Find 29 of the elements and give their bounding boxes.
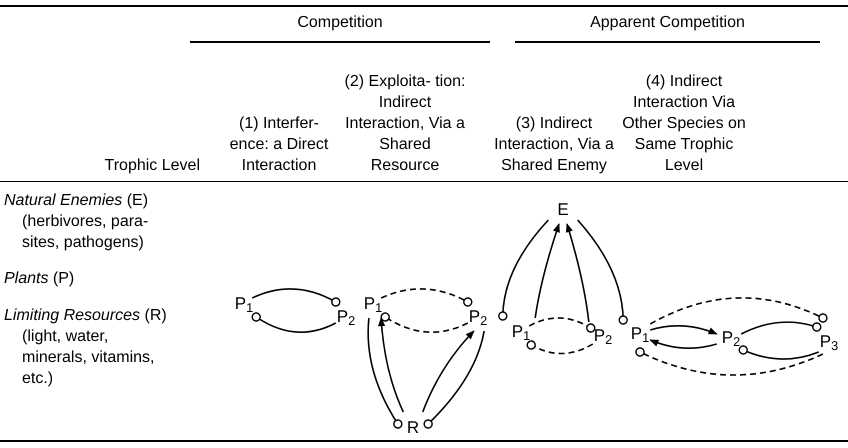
label-text: Limiting Resources (R) — [4, 306, 168, 326]
species-label: P$_{1}$ — [630, 324, 650, 344]
arrow — [422, 330, 475, 412]
species-label: P$_{3}$ — [818, 332, 840, 352]
arrow — [650, 325, 718, 335]
species-label: P$_{2}$ — [592, 326, 614, 346]
arrow — [378, 317, 404, 412]
label-text: (4) Indirect Interaction Via Other Species on Same Trophic Level — [622, 72, 746, 176]
label-text: (1) Interfer- ence: a Direct Interaction — [228, 114, 330, 176]
arrow — [534, 223, 560, 318]
species-label: P$_{1}$ — [234, 294, 254, 314]
label-text: Apparent Competition — [589, 13, 746, 33]
species-label: P$_{1}$ — [362, 294, 384, 314]
species-label: P$_{1}$ — [510, 322, 532, 342]
species-label: P$_{2}$ — [468, 307, 488, 327]
species-label: E — [556, 200, 570, 220]
label-text: Trophic Level — [104, 156, 200, 176]
arrow — [649, 339, 717, 349]
label-text: (2) Exploita- tion: Indirect Interaction, Via a Shared Resource — [344, 72, 466, 176]
species-label: P$_{2}$ — [336, 307, 356, 327]
label-text: Competition — [296, 13, 384, 33]
label-text: (herbivores, para- sites, pathogens) — [22, 212, 150, 253]
species-label: R — [406, 418, 420, 438]
label-text: Natural Enemies (E) — [4, 191, 150, 211]
label-text: Plants (P) — [4, 269, 76, 289]
label-text: (3) Indirect Interaction, Via a Shared Enemy — [493, 114, 615, 176]
label-text: (light, water, minerals, vitamins, etc.) — [22, 327, 156, 389]
arrow — [566, 223, 590, 322]
species-label: P$_{2}$ — [720, 328, 742, 348]
